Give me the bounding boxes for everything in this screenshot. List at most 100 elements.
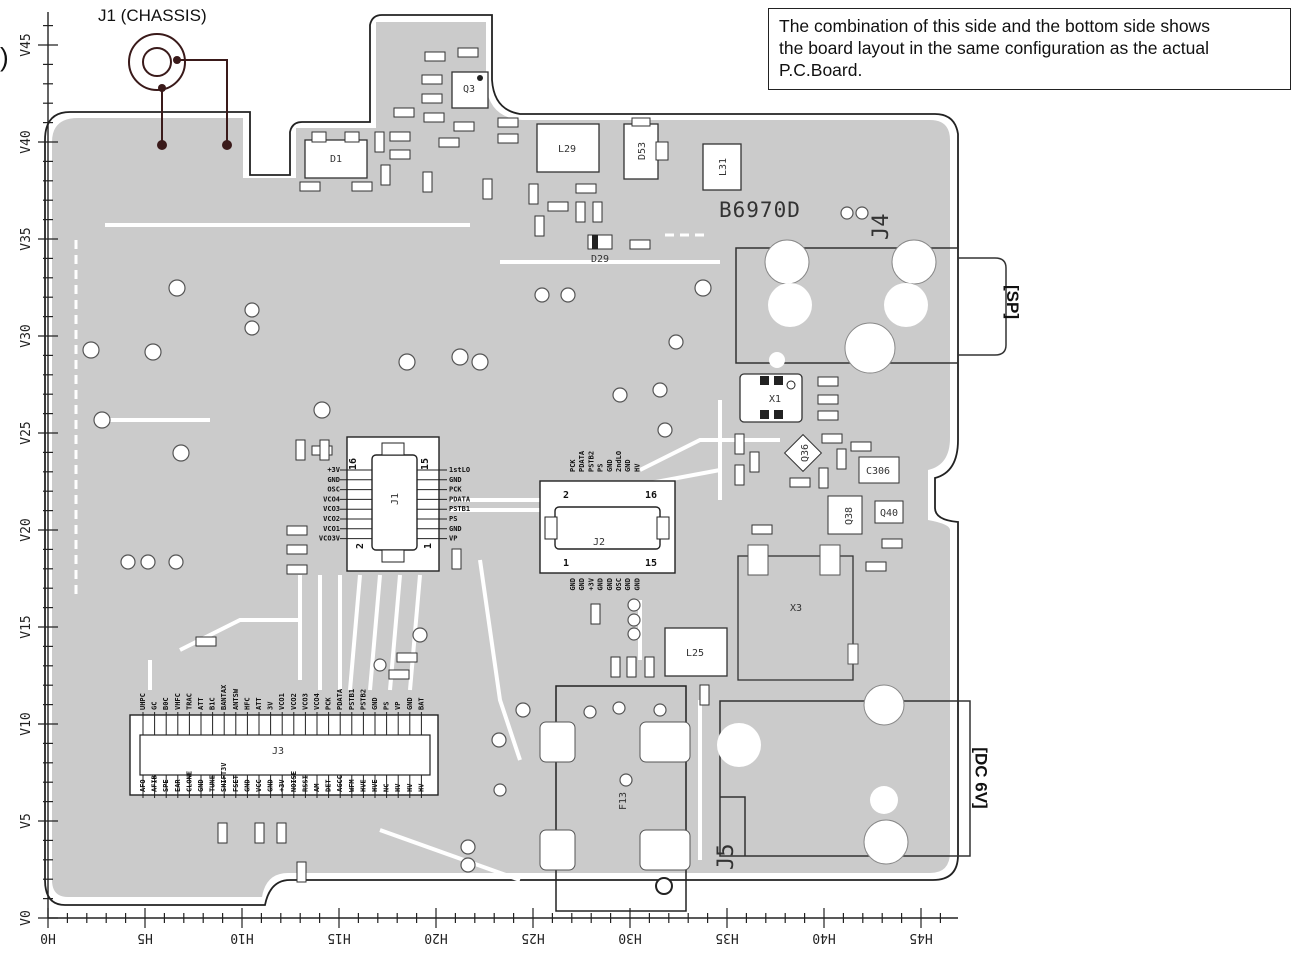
j2-pin-15: 15 <box>645 558 657 569</box>
smd-part <box>286 564 308 575</box>
d53-component <box>623 117 669 180</box>
j3-top-pin-label: PSTB2 <box>359 689 367 710</box>
j2-top-pin-label: PS <box>597 464 605 472</box>
j2-top-pin-label: PSTB2 <box>587 451 595 472</box>
j3-bottom-pin-label: HVE <box>359 779 367 792</box>
smd-part <box>195 636 217 647</box>
axis-ticks <box>38 25 942 928</box>
via-holes <box>82 206 869 873</box>
j3-bottom-pin-label: EAR <box>174 779 182 792</box>
x-axis-tick-label: H0 <box>40 930 56 945</box>
j3-top-pin-label: ATT <box>197 697 205 710</box>
smd-part <box>424 51 446 62</box>
j2-top-pin-label: HV <box>633 463 641 472</box>
smd-part <box>644 656 655 678</box>
j1-right-pin-label: PCK <box>449 486 462 494</box>
j3-top-pin-label: GND <box>371 697 379 710</box>
smd-part <box>396 652 418 663</box>
label-d29: D29 <box>591 254 609 265</box>
smd-part <box>421 93 443 104</box>
j3-bottom-pin-label: GND <box>197 779 205 792</box>
smd-part <box>438 137 460 148</box>
j3-top-pin-label: HFC <box>243 697 251 710</box>
j2-ic <box>539 480 676 574</box>
j1-right-pin-label: GND <box>449 476 462 484</box>
j3-bottom-pin-label: SHIFT3V <box>220 762 228 792</box>
label-l31: L31 <box>718 158 729 176</box>
j1-left-pin-label: OSC <box>327 486 340 494</box>
j2-bottom-pin-label: GND <box>578 578 586 591</box>
j1-left-pin-label: VCO3V <box>319 535 341 543</box>
smd-part <box>296 861 307 883</box>
x-axis-tick-label: H30 <box>618 930 641 945</box>
c306-component <box>858 456 900 484</box>
smd-part <box>534 215 545 237</box>
smd-parts-vertical <box>217 131 847 883</box>
j2-pin-16: 16 <box>645 490 657 501</box>
j1-left-pin-label: VCO4 <box>323 495 340 503</box>
l25-component <box>664 627 728 677</box>
j1-right-pin-label: VP <box>449 535 457 543</box>
j2-top-pin-label: PDATA <box>578 450 586 472</box>
j3-bottom-pin-label: DET <box>325 779 333 792</box>
j2-bottom-pin-label: GND <box>569 578 577 591</box>
l29-component <box>536 123 600 173</box>
j3-bottom-pin-label: HV <box>417 783 425 792</box>
edge-glyph: ) <box>0 42 9 72</box>
smd-part <box>380 164 391 186</box>
chassis-connector-title: J1 (CHASSIS) <box>98 6 207 25</box>
y-axis-tick-label: V30 <box>19 324 34 347</box>
y-axis-tick-label: V20 <box>19 518 34 541</box>
smd-part <box>881 538 903 549</box>
j2-bottom-pin-label: GND <box>606 578 614 591</box>
j2-top-pin-label: PCK <box>569 459 577 472</box>
j1-pin-1: 1 <box>423 543 434 549</box>
j3-bottom-pin-label: FSET <box>232 775 240 792</box>
j3-bottom-pin-label: VCC <box>255 779 263 792</box>
smd-part <box>629 239 651 250</box>
smd-part <box>457 47 479 58</box>
j3-top-pin-label: 3V <box>267 701 275 710</box>
j1-right-pin-label: GND <box>449 525 462 533</box>
smd-part <box>749 451 760 473</box>
j3-bottom-pin-label: AGCC <box>336 775 344 792</box>
smd-part <box>850 441 872 452</box>
note-line-3: P.C.Board. <box>779 60 863 80</box>
q3-component <box>451 71 489 109</box>
x3-component <box>737 544 859 681</box>
j1-left-pin-label: GND <box>327 476 340 484</box>
label-l25: L25 <box>686 648 704 659</box>
smd-part <box>575 183 597 194</box>
smd-part <box>254 822 265 844</box>
q36-component <box>783 433 823 473</box>
j3-bottom-pin-label: GND <box>267 779 275 792</box>
j3-top-pin-label: PS <box>383 702 391 710</box>
j2-bottom-pin-label: +3V <box>587 577 595 590</box>
j2-bottom-pin-label: GND <box>597 578 605 591</box>
x-axis-tick-label: H35 <box>715 930 738 945</box>
smd-part <box>422 171 433 193</box>
j1-left-pin-label: VCO3 <box>323 505 340 513</box>
x1-component <box>739 373 803 423</box>
smd-part <box>389 149 411 160</box>
smd-part <box>351 181 373 192</box>
x-axis-tick-label: H40 <box>812 930 835 945</box>
j3-top-pin-label: PCK <box>325 697 333 710</box>
j3-top-pin-label: VHFC <box>174 693 182 710</box>
j3-top-pin-label: VP <box>394 702 402 710</box>
j3-top-pin-label: VCO1 <box>278 693 286 710</box>
j3-top-pin-label: ANTSW <box>232 688 240 710</box>
smd-part <box>865 561 887 572</box>
j3-bottom-pin-label: NC <box>383 784 391 792</box>
smd-part <box>497 117 519 128</box>
label-q40: Q40 <box>880 508 898 519</box>
j3-top-pin-label: GND <box>406 697 414 710</box>
smd-part <box>374 131 385 153</box>
label-c306: C306 <box>866 466 890 477</box>
j3-bottom-pin-label: RSSI <box>301 775 309 792</box>
j1-right-pin-label: PSTB1 <box>449 505 470 513</box>
